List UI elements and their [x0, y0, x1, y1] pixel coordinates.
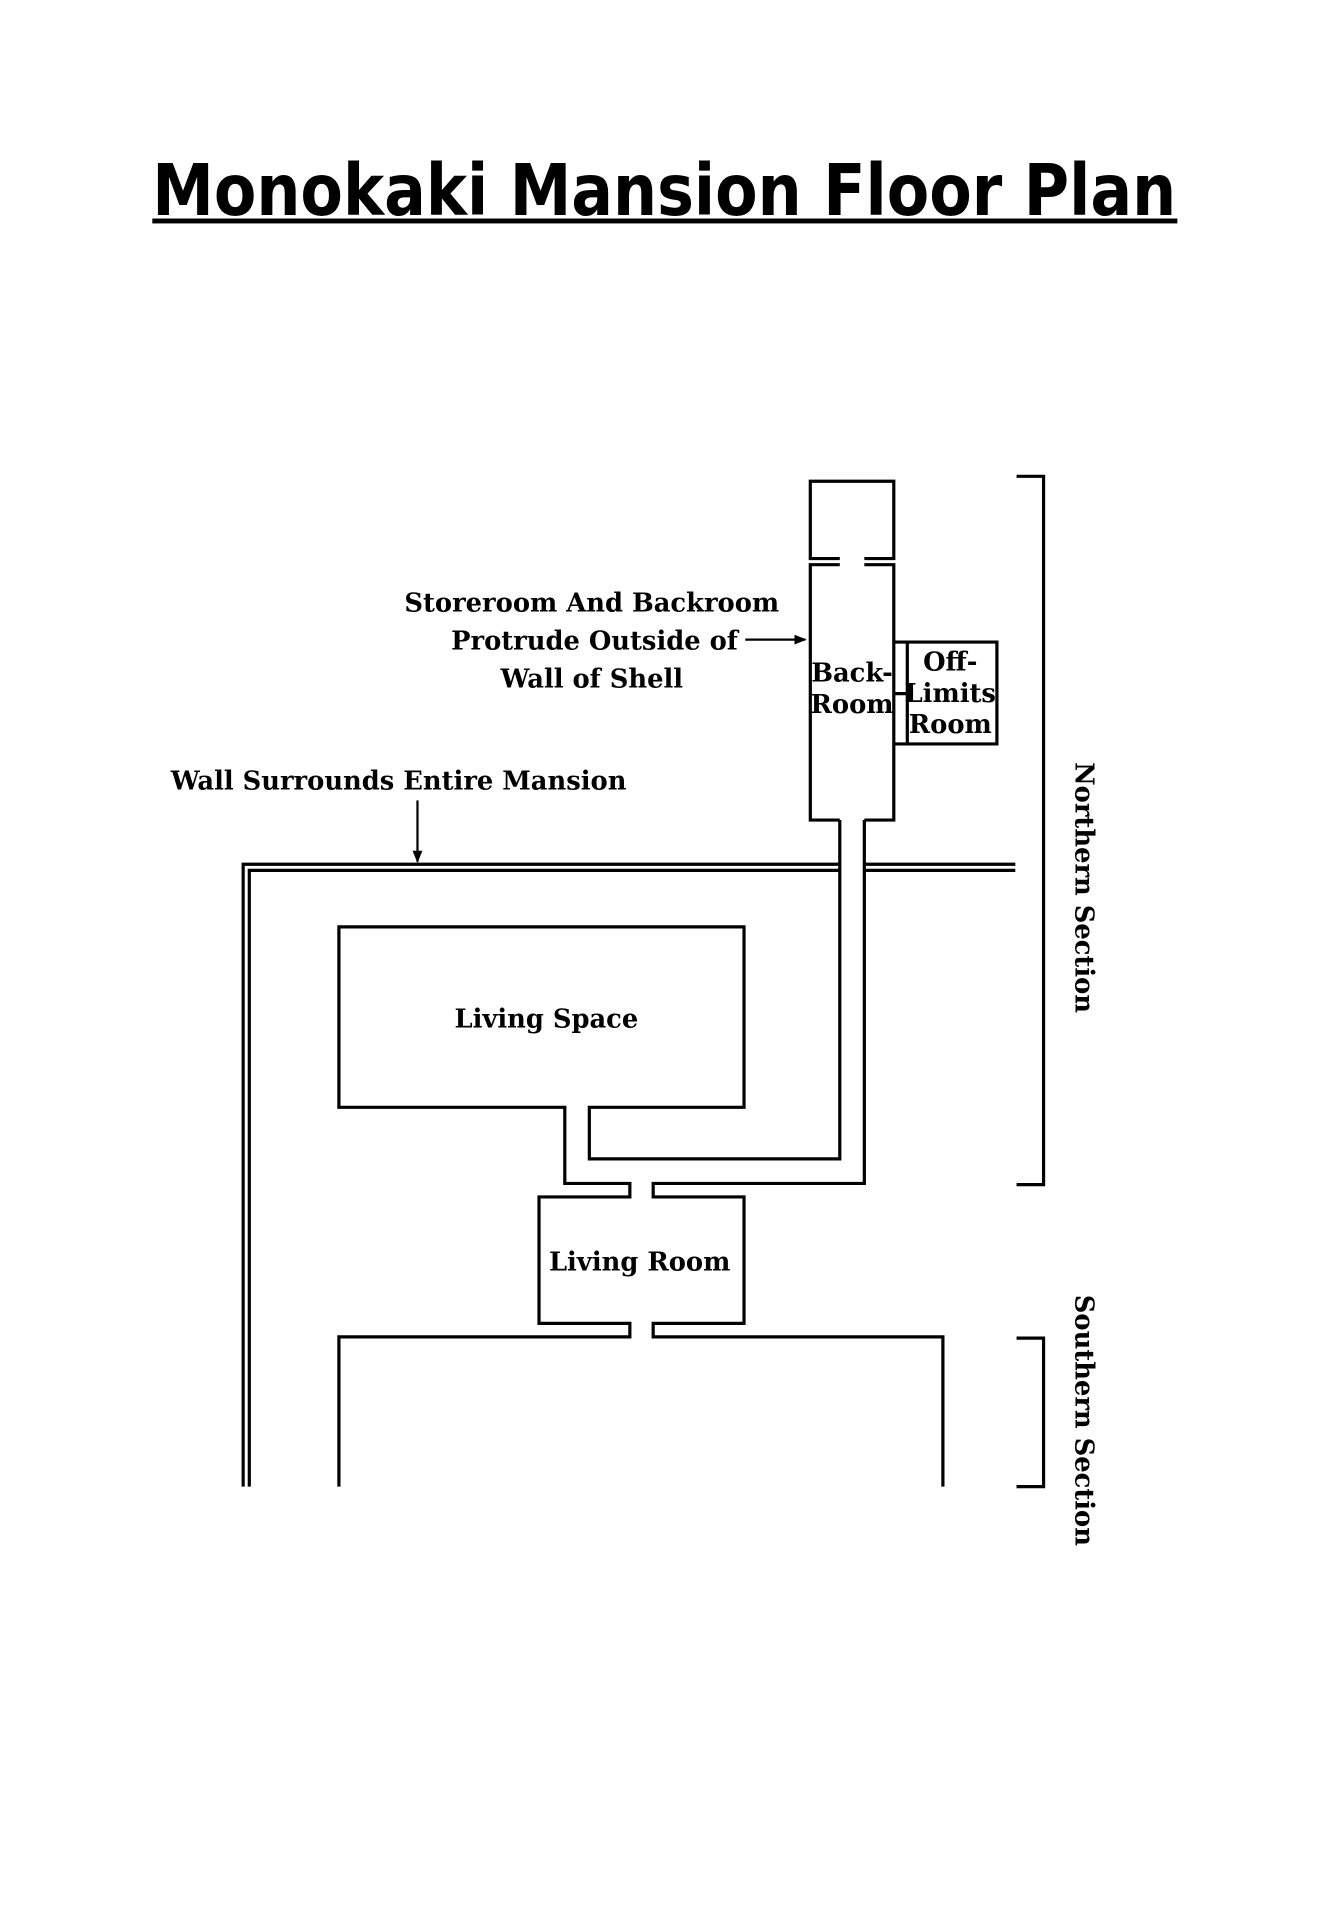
living-space-label: Living Space — [454, 1005, 638, 1035]
storeroom-annotation: Wall of Shell — [500, 664, 684, 694]
southern-bracket — [1016, 1336, 1046, 1489]
storeroom-annotation: Protrude Outside of — [451, 626, 740, 656]
northern-bracket — [1016, 474, 1046, 1187]
backroom-label: Room — [811, 690, 894, 720]
living-room-label: Living Room — [549, 1248, 730, 1278]
off-limits-room — [893, 640, 999, 746]
wall-annotation: Wall Surrounds Entire Mansion — [170, 766, 627, 796]
backroom-label: Back- — [811, 658, 893, 688]
off-limits-label: Off- — [923, 647, 977, 677]
corridor-right — [651, 820, 945, 1487]
northern-section-label: Northern Section — [1068, 762, 1098, 1013]
corridor — [337, 820, 842, 1487]
page-title: Monokaki Mansion Floor Plan — [152, 149, 1176, 232]
off-limits-label: Limits — [905, 679, 996, 709]
off-limits-label: Room — [909, 710, 992, 740]
storeroom — [808, 479, 896, 561]
outer-wall — [241, 862, 1016, 1487]
storeroom-annotation: Storeroom And Backroom — [404, 588, 779, 618]
title-underline — [152, 218, 1178, 224]
southern-section-label: Southern Section — [1068, 1295, 1098, 1546]
